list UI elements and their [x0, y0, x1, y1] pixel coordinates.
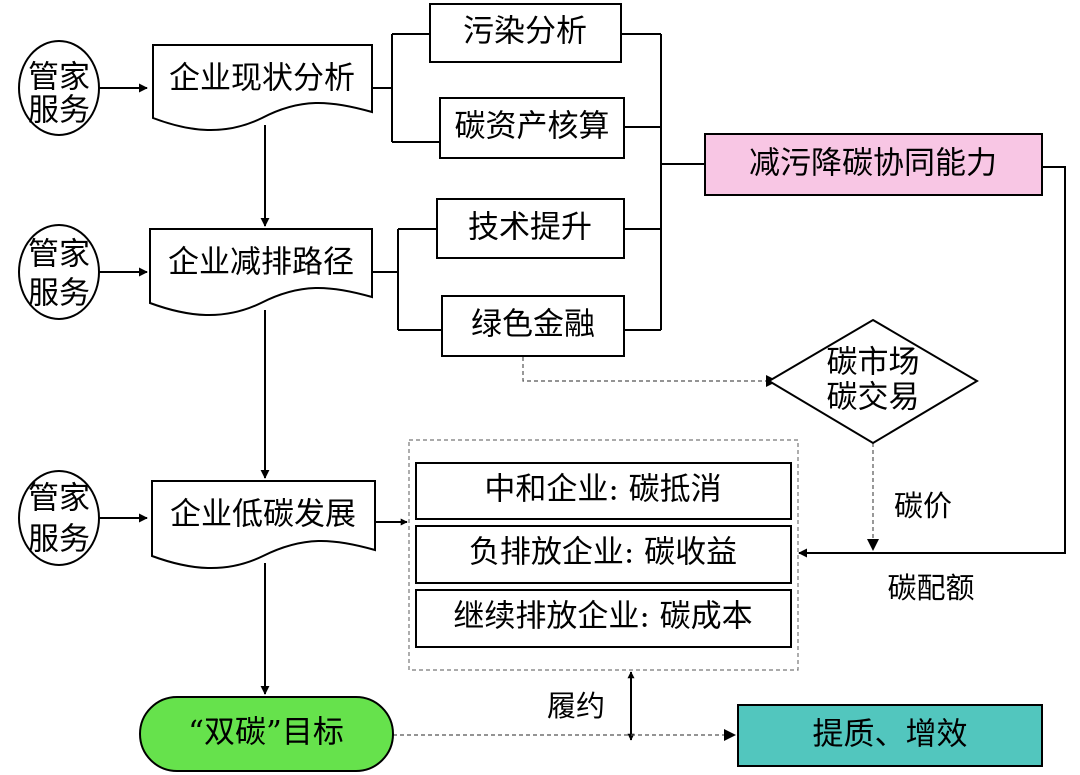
box-neutral [415, 462, 792, 520]
steward-circle-3: 管家 服务 [18, 470, 100, 566]
doc-reduction-path: 企业减排路径 [149, 228, 373, 317]
bracket-path [372, 228, 442, 331]
doc-low-carbon-dev: 企业低碳发展 [151, 480, 376, 570]
box-pollution-analysis: 污染分析 [429, 3, 622, 63]
arrow-synergy-quota [798, 166, 1066, 558]
compliance-label: 履约 [547, 689, 605, 723]
box-quality-efficiency: 提质、增效 [737, 704, 1043, 767]
steward1-line1: 管家 [28, 60, 90, 96]
carbon-market-line2: 碳交易 [827, 380, 920, 416]
low-carbon-dev-label: 企业低碳发展 [170, 497, 356, 533]
doc-status-analysis: 企业现状分析 [152, 44, 373, 132]
steward-circle-2: 管家 服务 [18, 224, 100, 320]
carbon-accounting-label: 碳资产核算 [455, 109, 610, 145]
steward2-line2: 服务 [28, 276, 90, 312]
carbon-price-label: 碳价 [894, 489, 952, 523]
collector-right [621, 33, 705, 331]
carbon-market-line1: 碳市场 [827, 345, 920, 381]
reduction-path-label: 企业减排路径 [168, 245, 354, 281]
bracket-status [372, 33, 440, 143]
dual-carbon-label: “双碳”目标 [188, 715, 344, 751]
steward2-line1: 管家 [28, 237, 90, 273]
arrowhead-dual-quality [724, 729, 736, 741]
box-tech-upgrade: 技术提升 [436, 198, 625, 259]
box-negative [415, 525, 792, 584]
green-finance-label: 绿色金融 [471, 307, 595, 343]
group-enterprise-outcomes: 中和企业: 碳抵消 负排放企业: 碳收益 继续排放企业: 碳成本 [408, 439, 799, 671]
arrowhead-market-price [867, 539, 879, 551]
steward1-line2: 服务 [28, 93, 90, 129]
box-green-finance: 绿色金融 [441, 295, 625, 357]
diamond-carbon-market: 碳市场 碳交易 [767, 318, 979, 445]
pollution-analysis-label: 污染分析 [463, 14, 587, 50]
box-carbon-accounting: 碳资产核算 [439, 97, 625, 159]
box-synergy: 减污降碳协同能力 [704, 133, 1043, 196]
terminal-dual-carbon: “双碳”目标 [139, 696, 394, 772]
steward3-line2: 服务 [28, 522, 90, 558]
carbon-quota-label: 碳配额 [887, 571, 974, 605]
status-analysis-label: 企业现状分析 [169, 61, 355, 97]
neutral-label: 中和企业: 碳抵消 [484, 472, 721, 508]
dashed-finance-market [522, 357, 766, 382]
synergy-label: 减污降碳协同能力 [749, 146, 997, 182]
continued-label: 继续排放企业: 碳成本 [453, 599, 752, 635]
quality-efficiency-label: 提质、增效 [813, 717, 968, 753]
tech-upgrade-label: 技术提升 [468, 210, 592, 246]
steward-circle-1: 管家 服务 [18, 40, 100, 136]
negative-label: 负排放企业: 碳收益 [469, 535, 737, 571]
steward3-line1: 管家 [28, 481, 90, 517]
box-continued [415, 589, 792, 648]
